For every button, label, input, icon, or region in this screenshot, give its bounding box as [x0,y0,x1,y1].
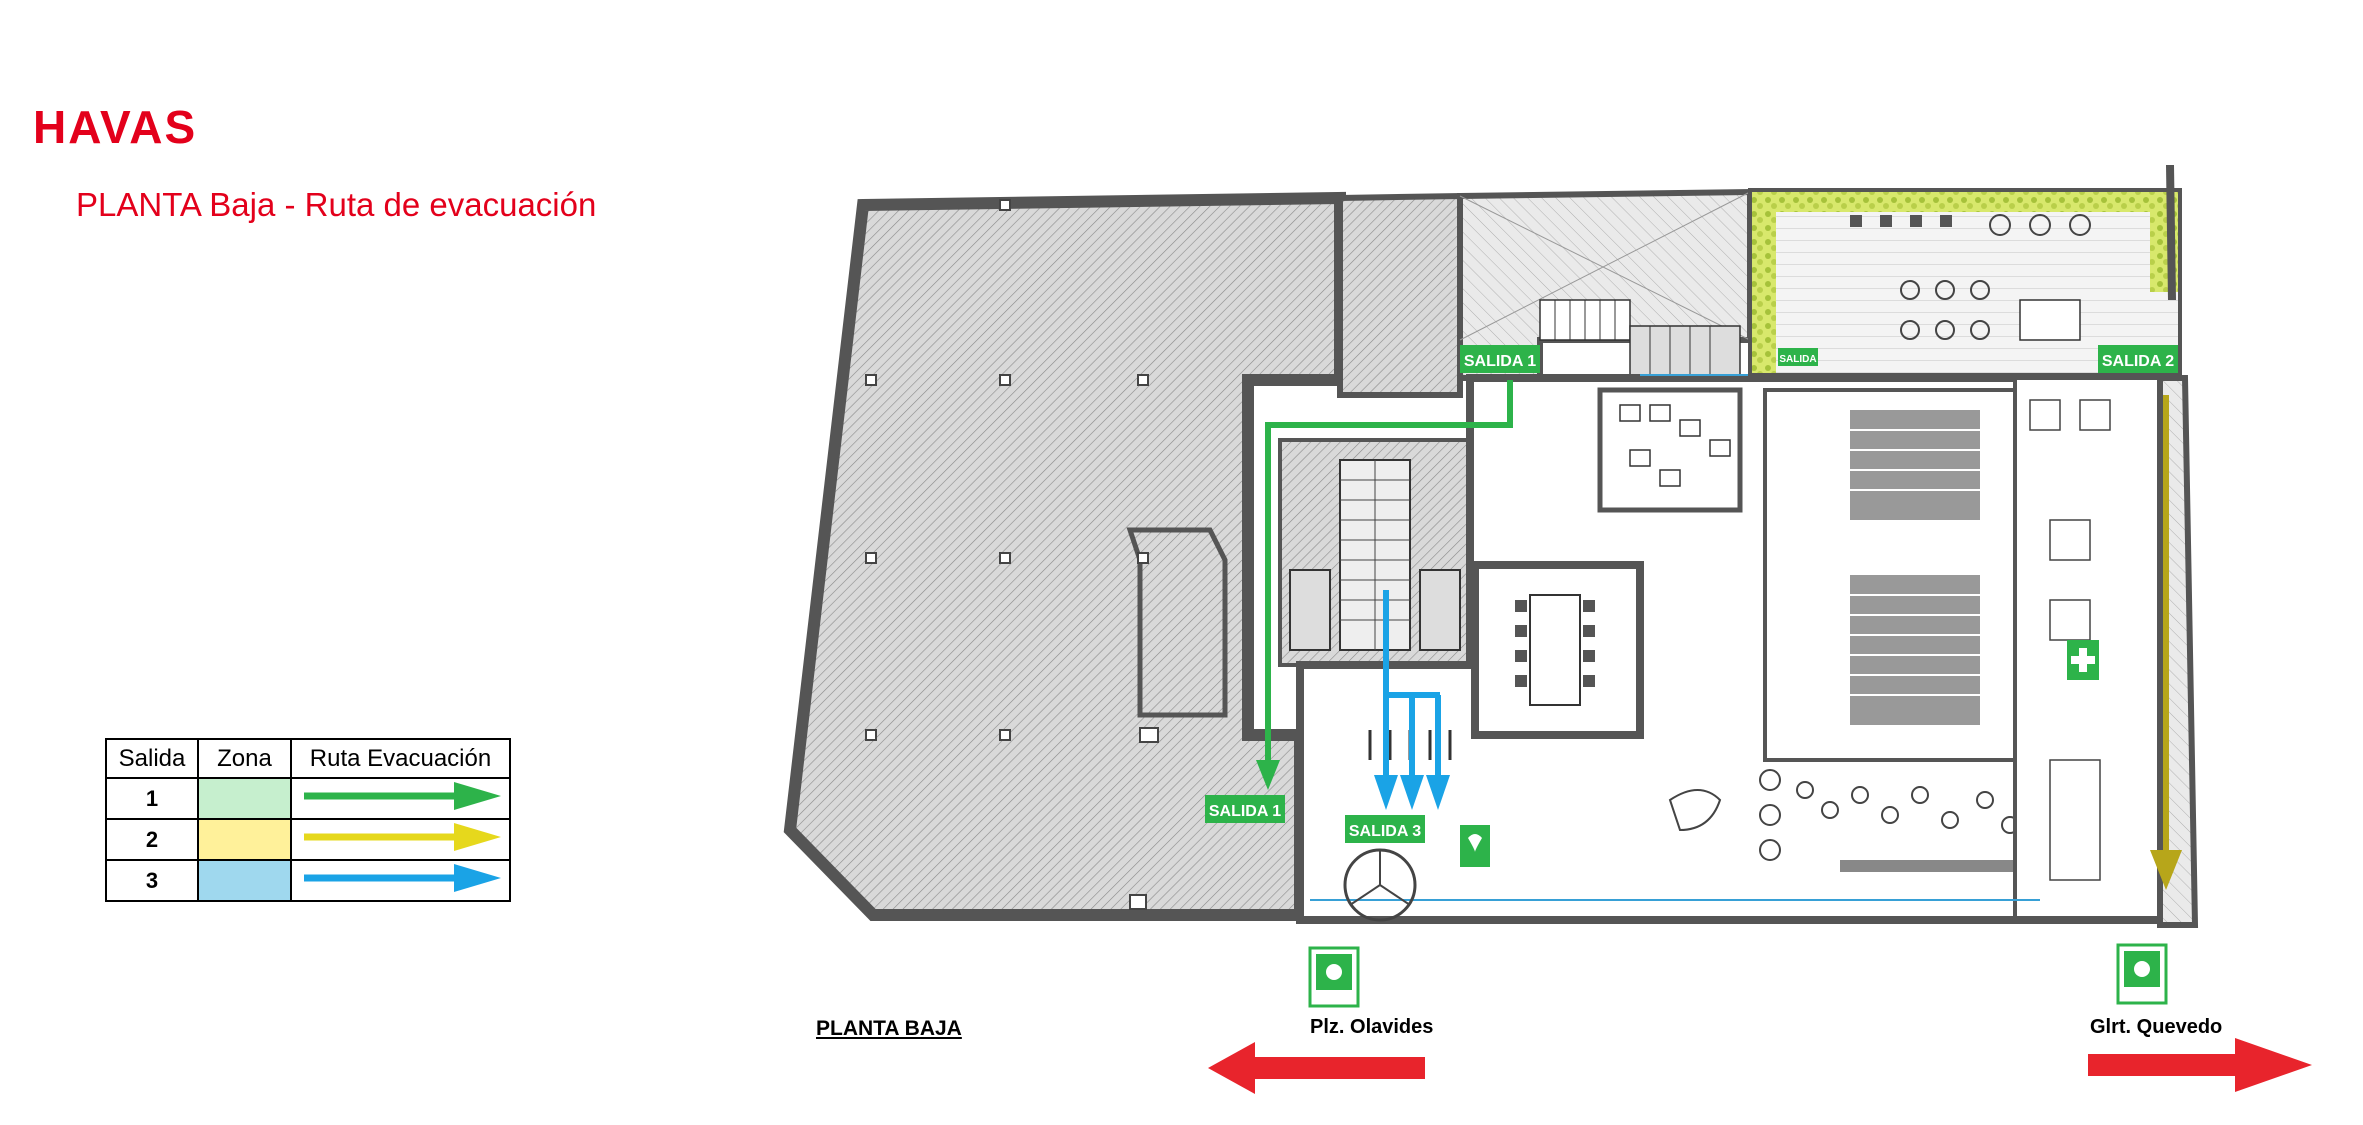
exit-sign-salida3: SALIDA 3 [1345,815,1425,843]
street-label-left: Plz. Olavides [1310,1016,1434,1038]
left-direction-arrow [1208,1042,1425,1094]
defibrillator-icon [1460,825,1490,867]
stair-core [1278,438,1472,667]
legend-exit-number: 3 [105,859,199,902]
exit-label: SALIDA 1 [1464,353,1536,370]
legend-exit-number: 2 [105,818,199,861]
exit-sign-small: SALIDA [1778,348,1818,366]
legend-row: 2 [105,818,511,861]
exit-label: SALIDA 2 [2102,353,2174,370]
page-title: PLANTA Baja - Ruta de evacuación [76,186,597,223]
evacuation-legend: Salida Zona Ruta Evacuación 1 2 3 [105,738,511,902]
street-label-right: Glrt. Quevedo [2090,1016,2223,1038]
office-floor [1296,374,2164,924]
legend-zone-swatch [197,859,292,902]
assembly-point-icon [2116,943,2168,1005]
first-aid-icon [2067,640,2099,680]
right-direction-arrow [2088,1038,2312,1092]
legend-header-ruta: Ruta Evacuación [290,738,511,779]
legend-route-arrow [290,859,511,902]
legend-header-zona: Zona [197,738,292,779]
blue-arrow-icon [303,864,501,892]
upper-middle-block [1337,188,1753,398]
exit-label: SALIDA 1 [1209,803,1281,820]
evacuation-route-green [1256,380,1513,790]
exit-label: SALIDA 3 [1349,823,1421,840]
green-arrow-icon [303,782,501,810]
evacuation-route-blue [1374,590,1450,810]
exit-sign-salida1-left: SALIDA 1 [1205,795,1285,823]
legend-row: 3 [105,859,511,902]
legend-zone-swatch [197,777,292,820]
legend-route-arrow [290,777,511,820]
havas-logo: HAVAS [33,101,198,153]
evacuation-route-yellow [2150,395,2182,890]
plan-label: PLANTA BAJA [816,1017,962,1040]
yellow-arrow-icon [303,823,501,851]
legend-exit-number: 1 [105,777,199,820]
exit-label: SALIDA [1779,354,1816,365]
legend-row: 1 [105,777,511,820]
legend-route-arrow [290,818,511,861]
assembly-point-icon [1308,946,1360,1008]
exit-sign-salida2: SALIDA 2 [2098,345,2178,373]
exit-sign-salida1-top: SALIDA 1 [1460,345,1540,373]
legend-header-salida: Salida [105,738,199,779]
legend-zone-swatch [197,818,292,861]
